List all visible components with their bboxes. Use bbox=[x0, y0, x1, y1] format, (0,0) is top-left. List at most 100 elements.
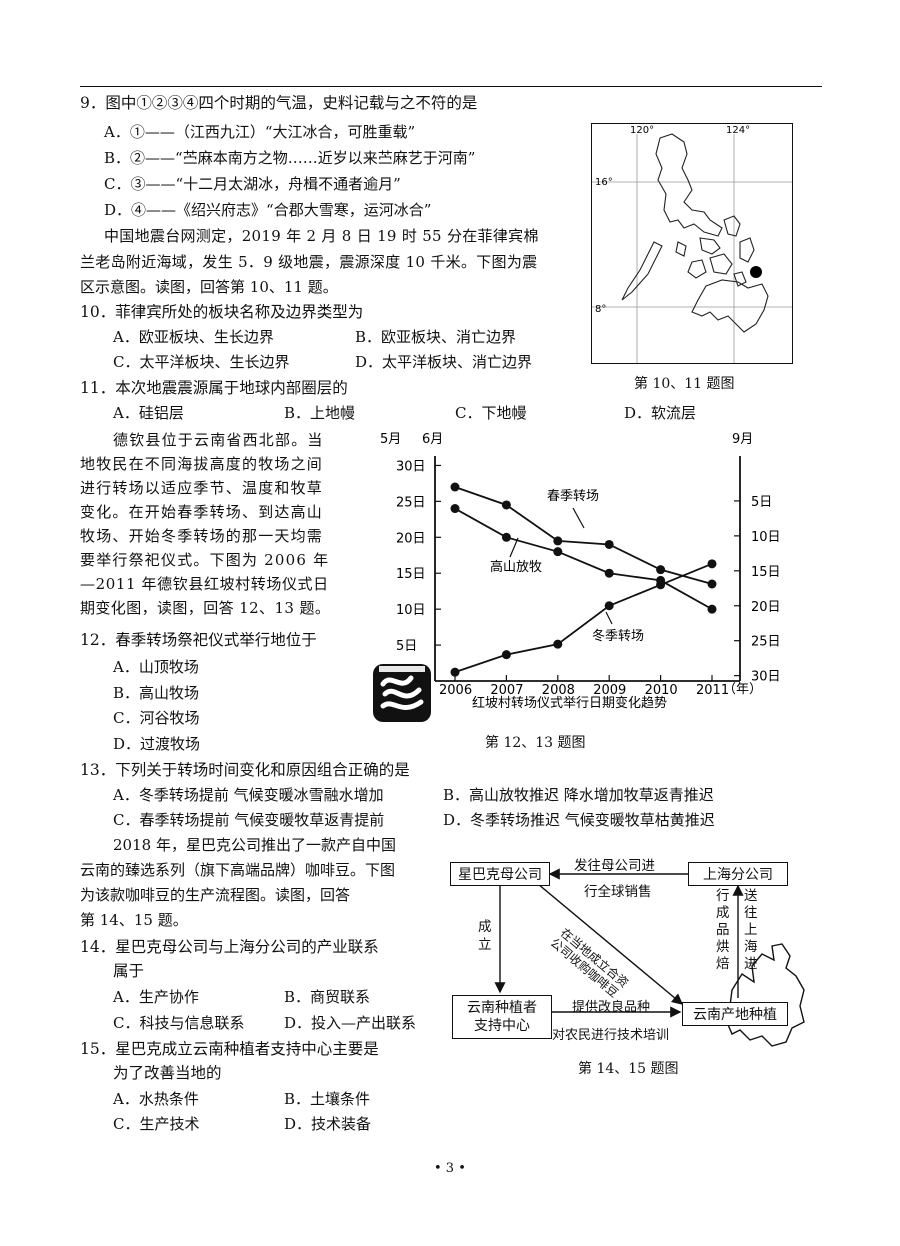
center-line1: 云南种植者 bbox=[467, 1000, 537, 1016]
q13-stem: 13．下列关于转场时间变化和原因组合正确的是 bbox=[80, 761, 410, 779]
q11-stem: 11．本次地震震源属于地球内部圈层的 bbox=[80, 379, 348, 397]
label-send-c2: 往 bbox=[744, 905, 758, 921]
label-alpine: 高山放牧 bbox=[490, 559, 542, 575]
q13-option-a: A．冬季转场提前 气候变暖冰雪融水增加 bbox=[113, 786, 384, 804]
yunnan-outline bbox=[725, 943, 805, 1047]
label-send: 送 往 上 海 进 bbox=[744, 888, 760, 973]
q14-option-d: D．投入—产出联系 bbox=[284, 1014, 417, 1032]
q15-option-b: B．土壤条件 bbox=[284, 1090, 371, 1108]
series-point-2 bbox=[553, 639, 563, 649]
box-parent-company: 星巴克母公司 bbox=[450, 862, 550, 886]
intro-sb-line2: 云南的臻选系列（旗下高端品牌）咖啡豆。下图 bbox=[80, 861, 396, 879]
series-point-1 bbox=[604, 568, 614, 578]
q11-option-d: D．软流层 bbox=[624, 404, 697, 422]
right-tick-label: 10日 bbox=[751, 530, 781, 545]
q13-option-b: B．高山放牧推迟 降水增加牧草返青推迟 bbox=[443, 786, 714, 804]
q13-option-c: C．春季转场提前 气候变暖牧草返青提前 bbox=[113, 811, 385, 829]
series-point-1 bbox=[553, 547, 563, 557]
x-tick-label: 2010 bbox=[645, 683, 678, 698]
intro-sb-line4: 第 14、15 题。 bbox=[80, 911, 188, 929]
q9-option-b: B．②——“苎麻本南方之物……近岁以来苎麻艺于河南” bbox=[104, 149, 476, 167]
right-axis-month-september: 9月 bbox=[732, 432, 753, 447]
series-point-1 bbox=[450, 504, 460, 514]
chart-caption: 第 12、13 题图 bbox=[485, 735, 586, 751]
left-tick-label: 15日 bbox=[396, 567, 426, 582]
q14-stem: 14．星巴克母公司与上海分公司的产业联系 bbox=[80, 938, 379, 956]
q12-option-b: B．高山牧场 bbox=[113, 684, 200, 702]
philippines-outline bbox=[621, 133, 769, 333]
series-line-2 bbox=[454, 562, 713, 673]
series-point-0 bbox=[707, 579, 717, 589]
intro-dq-line2: 地牧民在不同海拔高度的牧场之间 bbox=[80, 455, 324, 473]
map-caption: 第 10、11 题图 bbox=[634, 376, 735, 392]
q10-option-d: D．太平洋板块、消亡边界 bbox=[355, 353, 533, 371]
intro-dq-line8: 期变化图，读图，回答 12、13 题。 bbox=[80, 599, 331, 617]
q14-option-c: C．科技与信息联系 bbox=[113, 1014, 245, 1032]
box-shanghai-branch: 上海分公司 bbox=[688, 862, 788, 886]
intro-quake-line1: 中国地震台网测定，2019 年 2 月 8 日 19 时 55 分在菲律宾棉 bbox=[104, 227, 539, 245]
label-ship-1: 发往母公司进 bbox=[574, 858, 655, 874]
x-tick-label: 2006 bbox=[439, 683, 472, 698]
q14-stem-cont: 属于 bbox=[113, 962, 145, 980]
left-axis-month-june: 6月 bbox=[422, 432, 443, 447]
lat-label-16: 16° bbox=[595, 177, 613, 188]
q10-option-b: B．欧亚板块、消亡边界 bbox=[355, 328, 517, 346]
x-tick-label: 2011 bbox=[696, 683, 729, 698]
series-point-1 bbox=[501, 532, 511, 542]
arrow-parent-to-yunnan bbox=[537, 883, 684, 1005]
series-point-0 bbox=[604, 539, 614, 549]
q9-option-a: A．①——（江西九江）“大江冰合，可胜重载” bbox=[104, 123, 416, 141]
intro-sb-line1: 2018 年，星巴克公司推出了一款产自中国 bbox=[113, 836, 396, 854]
q15-option-c: C．生产技术 bbox=[113, 1115, 200, 1133]
left-tick-label: 10日 bbox=[396, 603, 426, 618]
intro-dq-line4: 变化。在开始春季转场、到达高山 bbox=[80, 503, 324, 521]
q15-option-a: A．水热条件 bbox=[113, 1090, 199, 1108]
philippines-map: 120° 124° 16° 8° bbox=[591, 123, 793, 364]
label-roast-c4: 烘 bbox=[716, 939, 730, 955]
q9-stem: 9．图中①②③④四个时期的气温，史料记载与之不符的是 bbox=[80, 94, 478, 112]
flow-caption: 第 14、15 题图 bbox=[578, 1061, 679, 1077]
q11-option-c: C．下地幔 bbox=[455, 404, 527, 422]
q10-option-c: C．太平洋板块、生长边界 bbox=[113, 353, 290, 371]
label-roast-c2: 成 bbox=[716, 905, 730, 921]
intro-dq-line6: 要举行祭祀仪式。下图为 2006 年 bbox=[80, 551, 330, 569]
q13-option-d: D．冬季转场推迟 气候变暖牧草枯黄推迟 bbox=[443, 811, 715, 829]
q12-stem: 12．春季转场祭祀仪式举行地位于 bbox=[80, 631, 317, 649]
right-tick-label: 30日 bbox=[751, 670, 781, 685]
q10-option-a: A．欧亚板块、生长边界 bbox=[113, 328, 274, 346]
label-found: 成 立 bbox=[478, 918, 494, 954]
lat-label-8: 8° bbox=[595, 304, 606, 315]
right-tick-label: 25日 bbox=[751, 635, 781, 650]
label-improved-varieties: 提供改良品种 bbox=[572, 1000, 651, 1015]
lon-label-124: 124° bbox=[726, 125, 750, 136]
label-ship-2: 行全球销售 bbox=[584, 884, 652, 900]
x-axis-unit: （年） bbox=[723, 682, 762, 697]
intro-dq-line1: 德钦县位于云南省西北部。当 bbox=[113, 431, 324, 449]
intro-quake-line3: 区示意图。读图，回答第 10、11 题。 bbox=[80, 278, 338, 296]
label-spring: 春季转场 bbox=[547, 489, 599, 504]
label-roast-c1: 行 bbox=[716, 888, 730, 904]
series-point-0 bbox=[450, 482, 460, 492]
series-line-1 bbox=[454, 507, 713, 610]
x-tick-label: 2007 bbox=[490, 683, 523, 698]
page-number: • 3 • bbox=[434, 1161, 466, 1176]
label-roast: 行 成 品 烘 焙 bbox=[716, 888, 732, 973]
epicenter-marker bbox=[750, 266, 762, 278]
coffee-flow-diagram: 星巴克母公司 上海分公司 云南种植者 支持中心 云南产地种植 发往母公司进 行全… bbox=[440, 850, 810, 1050]
series-point-1 bbox=[707, 604, 717, 614]
q15-stem: 15．星巴克成立云南种植者支持中心主要是 bbox=[80, 1040, 379, 1058]
lon-label-120: 120° bbox=[630, 125, 654, 136]
left-tick-label: 20日 bbox=[396, 531, 426, 546]
label-send-c5: 进 bbox=[744, 956, 758, 972]
q12-option-d: D．过渡牧场 bbox=[113, 735, 201, 753]
intro-sb-line3: 为该款咖啡豆的生产流程图。读图，回答 bbox=[80, 886, 351, 904]
q15-option-d: D．技术装备 bbox=[284, 1115, 372, 1133]
label-roast-c3: 品 bbox=[716, 922, 730, 938]
series-point-0 bbox=[501, 500, 511, 510]
center-line2: 支持中心 bbox=[474, 1018, 530, 1034]
label-winter: 冬季转场 bbox=[592, 628, 644, 644]
top-rule bbox=[80, 86, 822, 87]
x-tick-label: 2009 bbox=[593, 683, 626, 698]
label-found-char2: 立 bbox=[478, 937, 492, 953]
